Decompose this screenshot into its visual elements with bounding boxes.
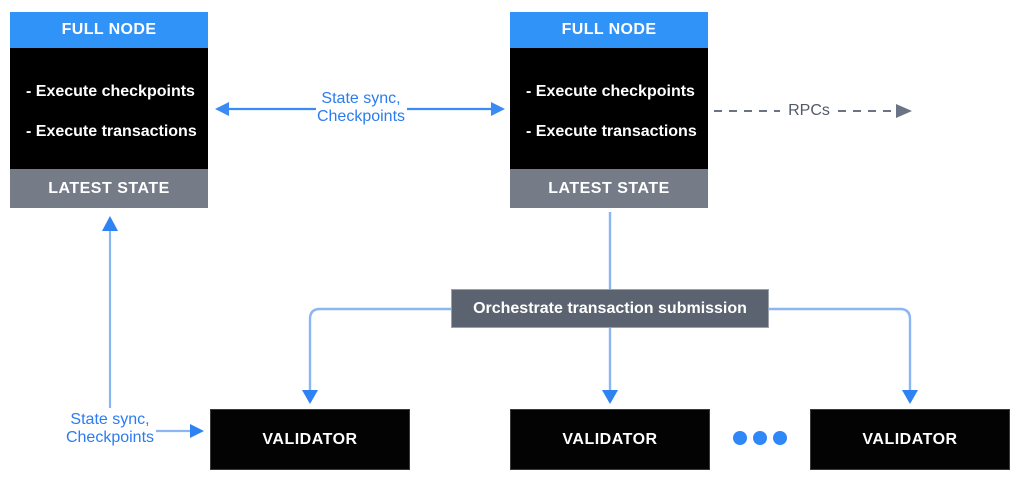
state-sync-top-label: State sync, Checkpoints bbox=[288, 90, 434, 126]
full-node-item: - Execute checkpoints bbox=[526, 83, 695, 100]
latest-state-bar: LATEST STATE bbox=[10, 169, 208, 208]
orchestrator-box: Orchestrate transaction submission bbox=[451, 289, 769, 328]
orchestrator-left-branch-arrow bbox=[302, 307, 451, 404]
state-sync-top-label-line1: State sync, bbox=[321, 90, 401, 107]
full-node-right: FULL NODE - Execute checkpoints - Execut… bbox=[510, 12, 708, 208]
rpcs-dashed-arrow bbox=[714, 104, 912, 118]
state-sync-bottom-label: State sync, Checkpoints bbox=[36, 411, 184, 447]
validator-box-1: VALIDATOR bbox=[210, 409, 410, 470]
ellipsis-icon bbox=[733, 431, 787, 445]
state-sync-bottom-label-line1: State sync, bbox=[70, 411, 150, 428]
latest-state-bar: LATEST STATE bbox=[510, 169, 708, 208]
state-sync-bottom-arrow bbox=[156, 424, 204, 438]
full-node-left: FULL NODE - Execute checkpoints - Execut… bbox=[10, 12, 208, 208]
ellipsis-dot bbox=[733, 431, 747, 445]
validator-box-2: VALIDATOR bbox=[510, 409, 710, 470]
ellipsis-dot bbox=[753, 431, 767, 445]
validator-box-3: VALIDATOR bbox=[810, 409, 1010, 470]
ellipsis-dot bbox=[773, 431, 787, 445]
state-sync-double-arrow bbox=[215, 102, 505, 116]
full-node-body: - Execute checkpoints - Execute transact… bbox=[10, 48, 208, 169]
state-sync-bottom-label-line2: Checkpoints bbox=[65, 429, 155, 446]
full-node-item: - Execute checkpoints bbox=[26, 83, 195, 100]
full-node-header: FULL NODE bbox=[10, 12, 208, 48]
full-node-body: - Execute checkpoints - Execute transact… bbox=[510, 48, 708, 169]
full-node-item: - Execute transactions bbox=[526, 123, 697, 140]
orchestrator-right-branch-arrow bbox=[769, 307, 918, 404]
full-node-header: FULL NODE bbox=[510, 12, 708, 48]
state-sync-top-label-line2: Checkpoints bbox=[316, 108, 406, 125]
rpcs-label: RPCs bbox=[788, 102, 830, 119]
validator-state-sync-up-arrow bbox=[102, 216, 118, 408]
full-node-item: - Execute transactions bbox=[26, 123, 197, 140]
